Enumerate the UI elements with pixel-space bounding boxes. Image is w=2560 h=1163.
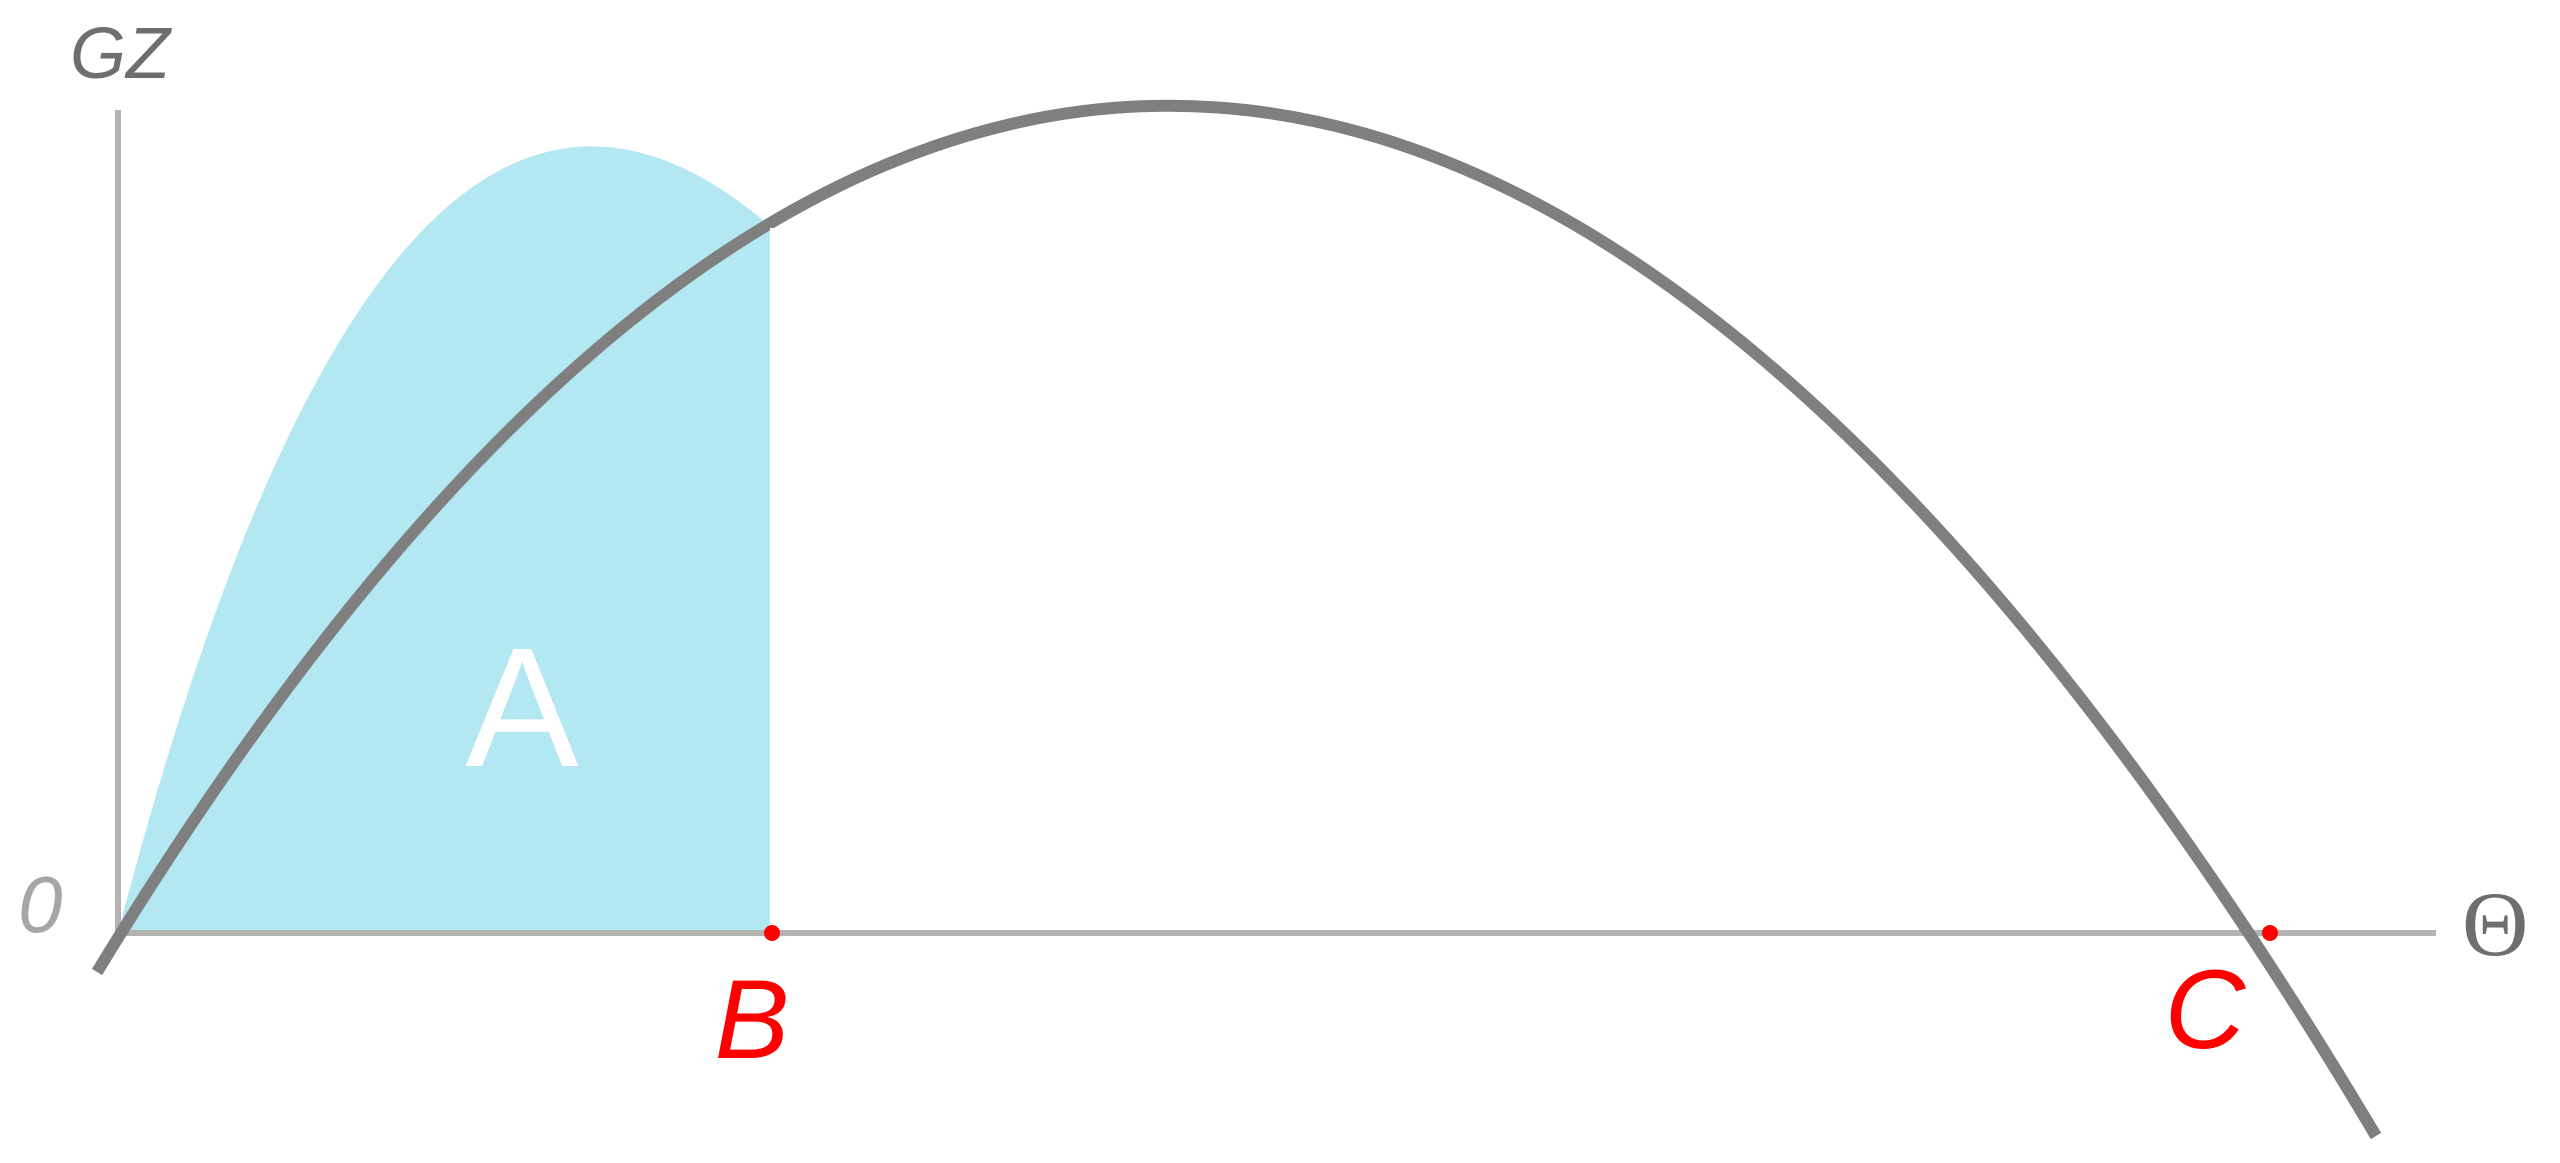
gz-curve (91, 99, 2382, 1140)
point-b-marker (764, 925, 780, 941)
point-c-marker (2262, 925, 2278, 941)
gz-axis-label: GZ (70, 14, 172, 94)
point-b-label: B (715, 957, 790, 1082)
area-a-label: A (465, 613, 579, 803)
area-a-fill (118, 146, 772, 933)
point-c-label: C (2165, 947, 2247, 1072)
origin-label: 0 (18, 860, 63, 949)
theta-axis-label: Θ (2462, 873, 2528, 975)
